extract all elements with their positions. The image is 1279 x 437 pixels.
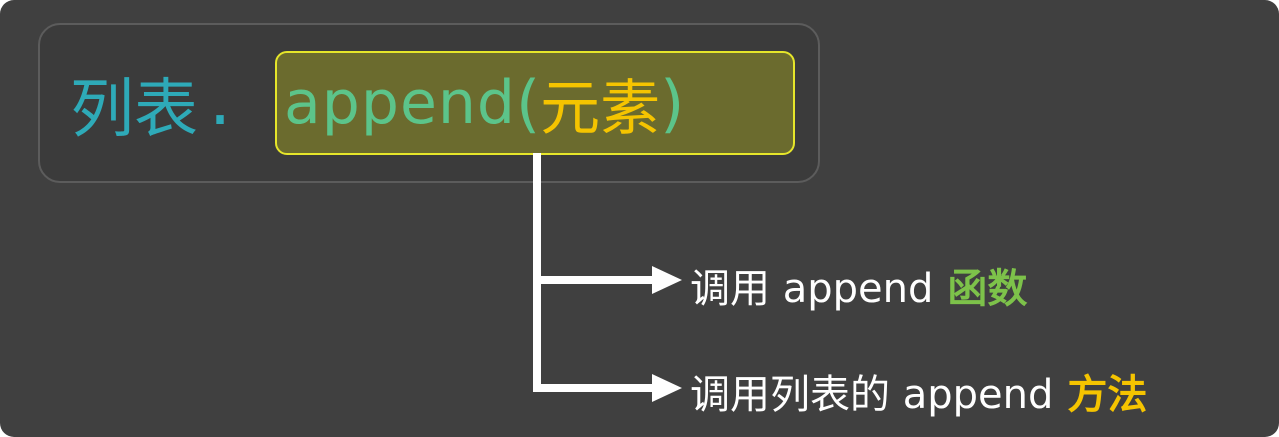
list-token: 列表 xyxy=(70,73,198,147)
method-token: append xyxy=(284,68,516,138)
arrowhead-method xyxy=(652,374,682,402)
close-paren-token: ) xyxy=(660,66,685,140)
function-call-label: 调用 append 函数 xyxy=(690,255,1027,315)
method-keyword: 方法 xyxy=(1067,372,1148,418)
method-call: append ( 元素 ) xyxy=(284,51,684,155)
open-paren-token: ( xyxy=(515,66,541,140)
arrowhead-function xyxy=(652,266,682,294)
method-call-label: 调用列表的 append 方法 xyxy=(690,361,1147,421)
argument-token: 元素 xyxy=(540,73,661,144)
dot-token: . xyxy=(202,69,239,139)
method-call-highlight xyxy=(275,51,795,155)
function-call-text: 调用 append xyxy=(690,266,934,312)
method-call-text: 调用列表的 append xyxy=(690,372,1054,418)
function-keyword: 函数 xyxy=(947,266,1028,312)
code-expression: 列表 . xyxy=(70,52,244,156)
